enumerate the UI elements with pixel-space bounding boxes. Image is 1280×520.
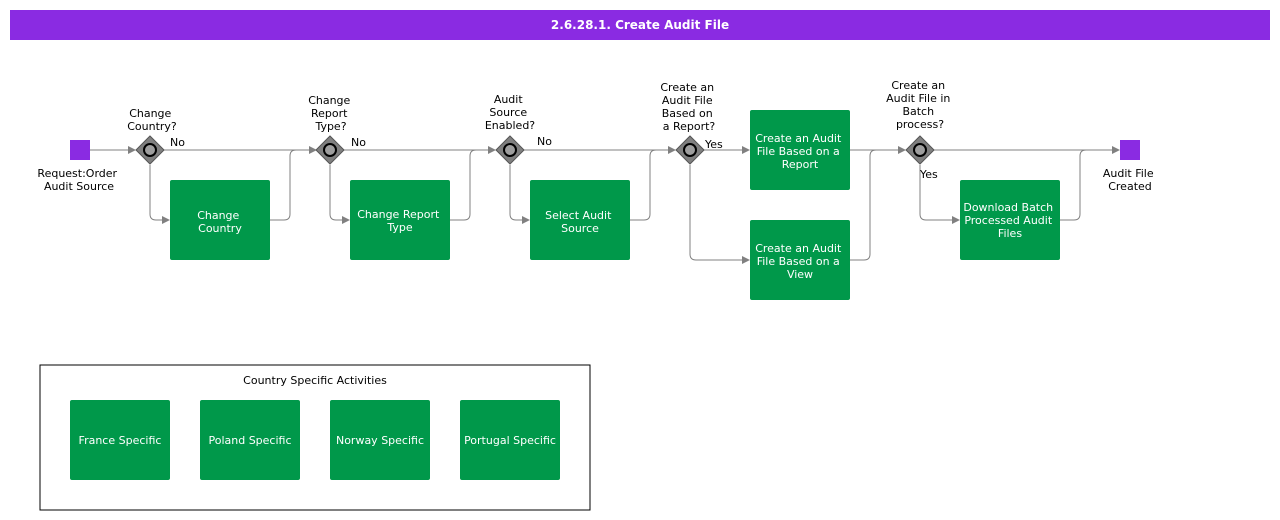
task-select-audit-source[interactable]: Select Audit Source (530, 180, 630, 260)
gateway-batch-process[interactable] (905, 135, 935, 165)
gateway-audit-source-enabled-no-label: No (537, 135, 552, 148)
svg-text:Portugal Specific: Portugal Specific (464, 434, 556, 447)
svg-text:Create an Audit File Bas: Create an Audit File Based on a Report (755, 132, 845, 171)
svg-text:Create an Audit File Bas: Create an Audit File Based on a View (755, 242, 845, 281)
end-event-label: Audit File Created (1103, 167, 1157, 193)
country-specific-group-title: Country Specific Activities (243, 374, 387, 387)
edge-change-report-type-out (450, 149, 477, 221)
edge-gw4-to-view (689, 165, 750, 264)
gateway-batch-process-yes-label: Yes (919, 168, 938, 181)
gateway-change-report-type-no-label: No (351, 136, 366, 149)
svg-text:Norway Specific: Norway Specific (336, 434, 424, 447)
edge-gw3-to-select-audit-source (509, 165, 530, 224)
diagram-title: 2.6.28.1. Create Audit File (550, 18, 730, 32)
edge-select-audit-source-out (630, 149, 657, 221)
svg-text:Select Audit Source: Select Audit Source (545, 209, 615, 235)
diagram-title-banner: 2.6.28.1. Create Audit File (10, 10, 1270, 40)
gateway-based-on-report[interactable] (675, 135, 705, 165)
task-norway-specific[interactable]: Norway Specific (330, 400, 430, 480)
gateway-based-on-report-yes-label: Yes (704, 138, 723, 151)
task-download-batch[interactable]: Download Batch Processed Audit Files (960, 180, 1060, 260)
svg-text:France Specific: France Specific (79, 434, 162, 447)
task-france-specific[interactable]: France Specific (70, 400, 170, 480)
gateway-batch-process-label: Create an Audit File in Batch process? (886, 79, 954, 131)
edge-gw5-yes (919, 165, 960, 224)
end-event[interactable] (1120, 140, 1140, 160)
task-create-audit-file-report[interactable]: Create an Audit File Based on a Report (750, 110, 850, 190)
task-change-report-type[interactable]: Change Report Type (350, 180, 450, 260)
gateway-audit-source-enabled-label: Audit Source Enabled? (485, 93, 535, 132)
gateway-audit-source-enabled[interactable] (495, 135, 525, 165)
gateway-change-report-type[interactable] (315, 135, 345, 165)
edge-change-country-out (270, 149, 297, 221)
svg-text:Download Batch Processed: Download Batch Processed Audit Files (963, 201, 1056, 240)
gateway-change-country[interactable] (135, 135, 165, 165)
gateway-change-country-no-label: No (170, 136, 185, 149)
gateway-change-country-label: Change Country? (127, 107, 177, 133)
gateway-based-on-report-label: Create an Audit File Based on a Report? (660, 81, 717, 133)
svg-text:Change Country: Change Country (197, 209, 243, 235)
edge-gw2-to-change-report-type (329, 165, 350, 224)
task-change-country[interactable]: Change Country (170, 180, 270, 260)
edge-download-out (1060, 149, 1087, 221)
edge-gw1-to-change-country (149, 165, 170, 224)
start-event[interactable] (70, 140, 90, 160)
svg-text:Poland Specific: Poland Specific (208, 434, 291, 447)
edge-view-to-gw5 (850, 149, 877, 261)
svg-text:Change Report Type: Change Report Type (357, 208, 443, 234)
start-event-label: Request:Order Audit Source (37, 167, 120, 193)
task-create-audit-file-view[interactable]: Create an Audit File Based on a View (750, 220, 850, 300)
task-poland-specific[interactable]: Poland Specific (200, 400, 300, 480)
task-portugal-specific[interactable]: Portugal Specific (460, 400, 560, 480)
edges (90, 146, 1120, 264)
gateway-change-report-type-label: Change Report Type? (308, 94, 354, 133)
